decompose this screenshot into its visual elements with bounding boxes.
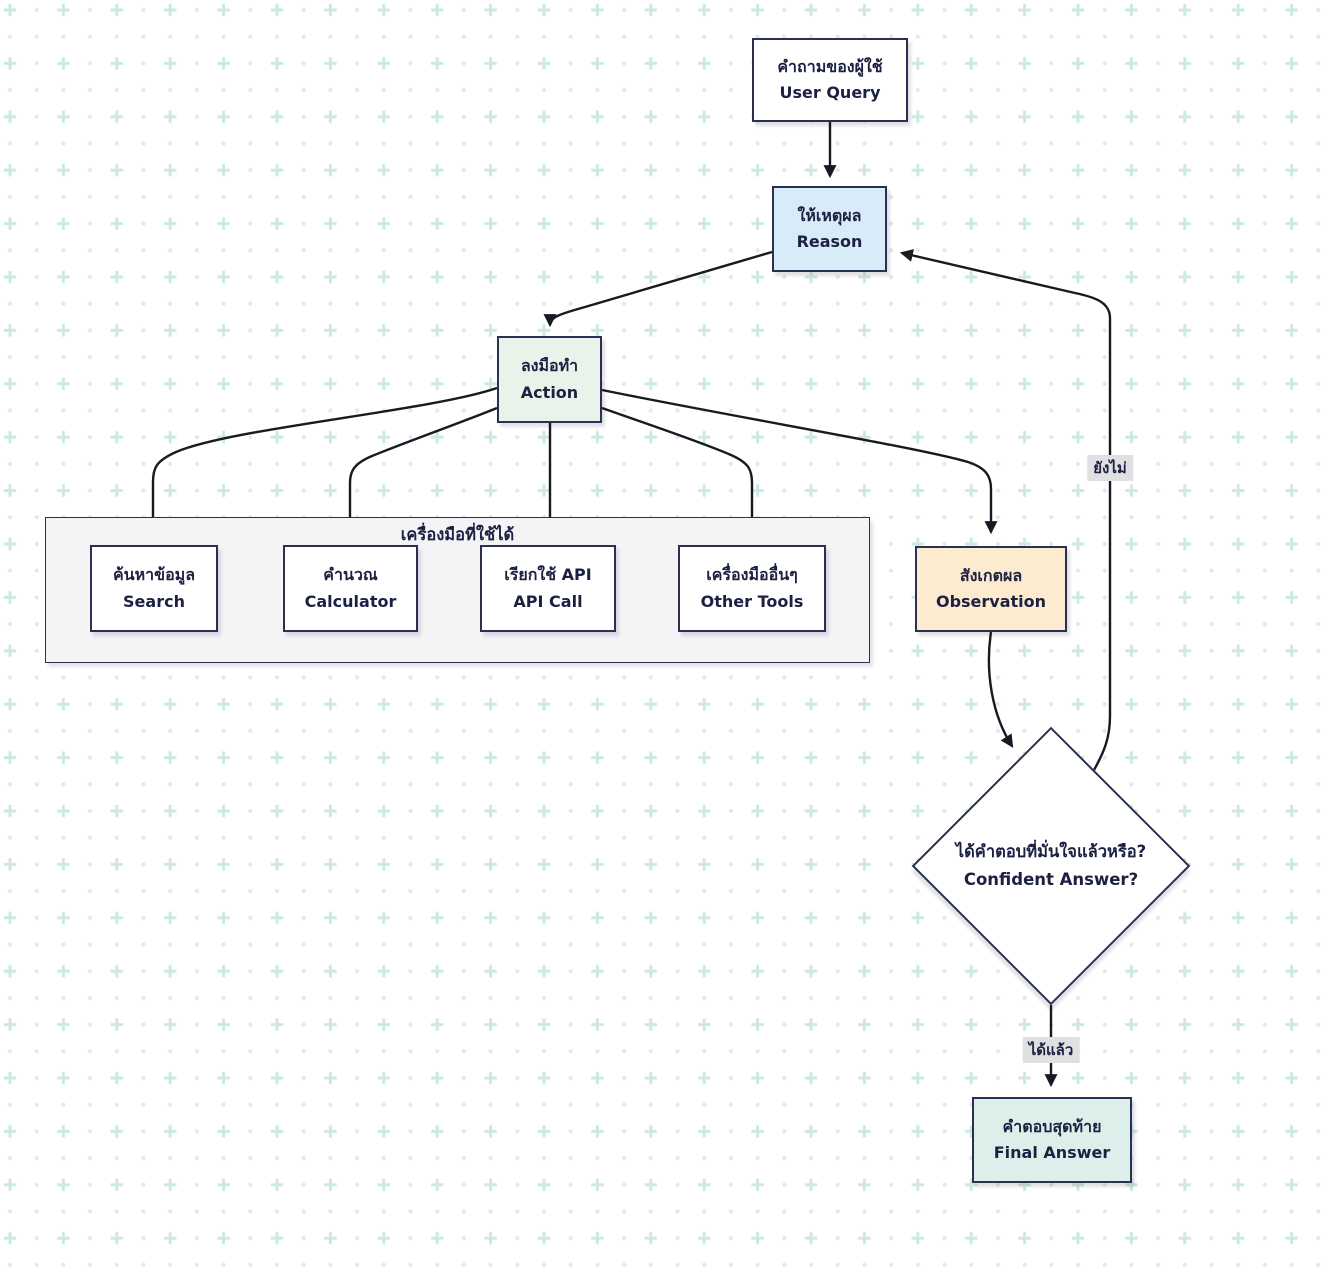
node-user-query-en: User Query	[779, 83, 881, 102]
edge-action-to-observation	[601, 388, 998, 535]
edge-action-to-calculator	[343, 406, 498, 535]
node-decision-thai: ได้คำตอบที่มั่นใจแล้วหรือ?	[955, 841, 1147, 861]
node-api-call-en: API Call	[513, 591, 583, 611]
node-other-tools: เครื่องมืออื่นๆ Other Tools	[678, 545, 826, 632]
node-decision: ได้คำตอบที่มั่นใจแล้วหรือ? Confident Ans…	[911, 726, 1191, 1006]
node-reason-en: Reason	[796, 232, 863, 251]
edge-label-got-it: ได้แล้ว	[1022, 1037, 1080, 1063]
edge-label-not-yet: ยังไม่	[1087, 455, 1133, 481]
node-observation-thai: สังเกตผล	[959, 565, 1023, 585]
edge-action-to-other-tools	[601, 406, 759, 535]
node-search-thai: ค้นหาข้อมูล	[112, 565, 196, 585]
node-observation: สังเกตผล Observation	[915, 546, 1067, 632]
edge-action-to-search	[146, 386, 498, 535]
node-calculator-thai: คำนวณ	[323, 565, 378, 585]
node-action-thai: ลงมือทำ	[520, 356, 579, 376]
node-user-query: คำถามของผู้ใช้ User Query	[752, 38, 908, 122]
node-final-answer: คำตอบสุดท้าย Final Answer	[972, 1097, 1132, 1183]
node-action-en: Action	[520, 382, 579, 402]
node-calculator: คำนวณ Calculator	[283, 545, 418, 632]
node-api-call: เรียกใช้ API API Call	[480, 545, 616, 632]
node-decision-label: ได้คำตอบที่มั่นใจแล้วหรือ? Confident Ans…	[916, 838, 1186, 894]
node-search: ค้นหาข้อมูล Search	[90, 545, 218, 632]
node-search-en: Search	[123, 591, 185, 611]
edge-observation-to-decision	[987, 631, 1014, 748]
node-other-tools-thai: เครื่องมืออื่นๆ	[706, 565, 798, 585]
edge-reason-to-action	[543, 250, 773, 328]
node-final-answer-thai: คำตอบสุดท้าย	[1002, 1116, 1102, 1136]
edge-decision-to-reason-not-yet	[899, 249, 1112, 771]
node-calculator-en: Calculator	[304, 591, 397, 611]
node-other-tools-en: Other Tools	[700, 591, 804, 611]
node-reason-thai: ให้เหตุผล	[797, 205, 862, 225]
node-api-call-thai: เรียกใช้ API	[504, 565, 592, 585]
node-decision-en: Confident Answer?	[963, 870, 1139, 889]
node-reason: ให้เหตุผล Reason	[772, 186, 887, 272]
node-user-query-thai: คำถามของผู้ใช้	[777, 56, 883, 76]
tools-subgraph-title: เครื่องมือที่ใช้ได้	[400, 525, 515, 544]
node-final-answer-en: Final Answer	[993, 1143, 1111, 1162]
node-action: ลงมือทำ Action	[497, 336, 602, 423]
node-observation-en: Observation	[935, 592, 1047, 611]
